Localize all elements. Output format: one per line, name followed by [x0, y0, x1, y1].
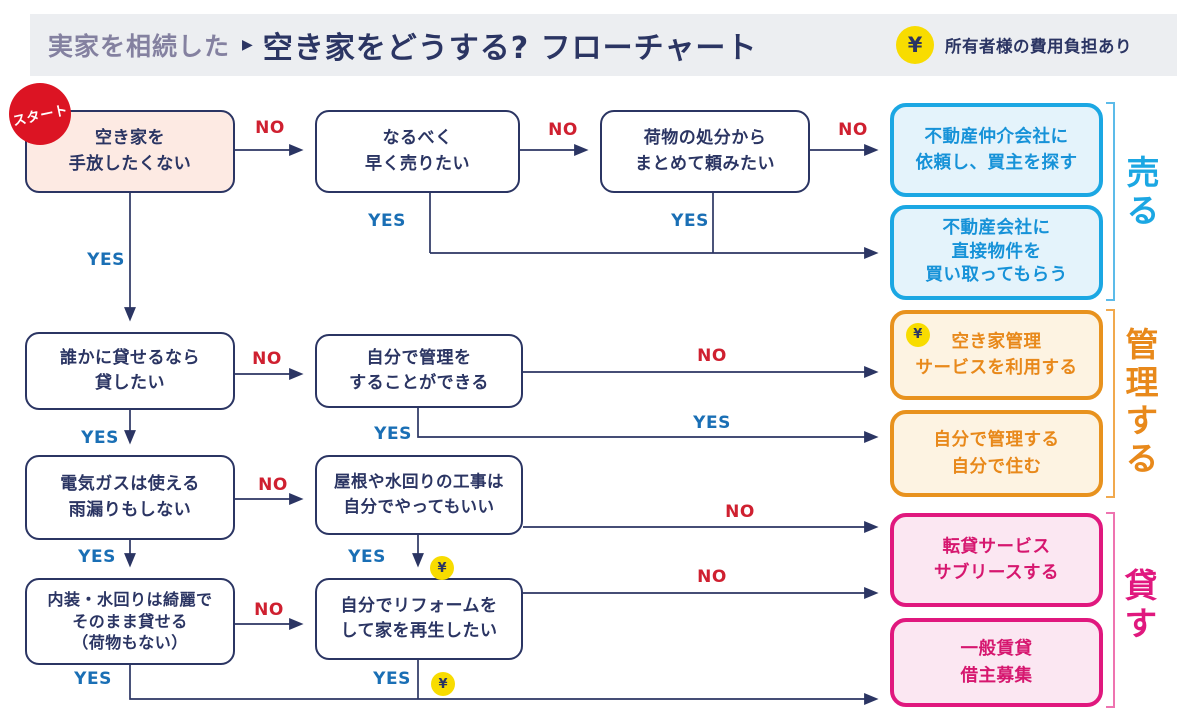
connector-q8-yes-rent-general — [129, 665, 879, 705]
header: 実家を相続した ▶ 空き家をどうする? フローチャート ¥ 所有者様の費用負担あ… — [30, 14, 1177, 76]
start-badge-label: スタート — [11, 102, 70, 130]
legend-text: 所有者様の費用負担あり — [945, 37, 1132, 56]
question-line: 自分でリフォームを — [340, 595, 498, 616]
question-line: 貸したい — [95, 373, 165, 393]
result-line: 空き家管理 — [951, 331, 1042, 352]
no-label: NO — [258, 475, 288, 495]
start-badge: スタート — [9, 83, 71, 145]
yes-label: YES — [81, 428, 119, 448]
result-line: 不動産会社に — [942, 218, 1051, 239]
title-prefix: 実家を相続した — [48, 32, 231, 61]
connector-q5-yes-manage-self — [417, 408, 879, 443]
question-box-diy-repairs: 屋根や水回りの工事は 自分でやってもいい — [315, 455, 523, 535]
group-label-rent: 貸す — [1119, 568, 1158, 644]
result-line: 不動産仲介会社に — [924, 126, 1069, 147]
question-line: 自分でやってもいい — [343, 497, 495, 516]
group-label-manage: 管理する — [1120, 327, 1159, 479]
result-line: 一般賃貸 — [960, 639, 1033, 660]
question-line: 電気ガスは使える — [60, 474, 200, 494]
result-line: サブリースする — [933, 563, 1060, 583]
no-label: NO — [255, 118, 285, 138]
yen-icon: ¥ — [906, 323, 930, 347]
result-line: 借主募集 — [960, 665, 1033, 686]
yes-label: YES — [671, 211, 709, 231]
result-line: 依頼し、買主を探す — [915, 153, 1078, 173]
question-line: 誰かに貸せるなら — [60, 347, 200, 368]
yes-label: YES — [374, 424, 412, 444]
question-line: 空き家を — [95, 128, 165, 148]
no-label: NO — [254, 600, 284, 620]
yes-label: YES — [373, 669, 411, 689]
result-line: 自分で管理する — [933, 430, 1060, 451]
question-line: して家を再生したい — [340, 621, 498, 641]
manage-bracket — [1106, 309, 1115, 498]
yes-label: YES — [74, 669, 112, 689]
question-line: そのまま貸せる — [72, 611, 188, 631]
no-label: NO — [697, 346, 727, 366]
result-line: 直接物件を — [951, 241, 1042, 262]
question-box-want-to-rent: 誰かに貸せるなら 貸したい — [25, 332, 235, 410]
result-line: 転貸サービス — [942, 536, 1051, 557]
question-box-dispose-belongings: 荷物の処分から まとめて頼みたい — [600, 110, 810, 193]
question-box-interior-clean: 内装・水回りは綺麗で そのまま貸せる （荷物もない） — [25, 578, 235, 665]
no-label: NO — [548, 120, 578, 140]
group-label-sell: 売る — [1121, 155, 1160, 231]
question-line: なるべく — [382, 128, 453, 148]
cost-legend: ¥ 所有者様の費用負担あり — [896, 26, 1177, 64]
yes-label: YES — [368, 211, 406, 231]
no-label: NO — [838, 120, 868, 140]
no-label: NO — [252, 349, 282, 369]
yen-icon: ¥ — [896, 26, 934, 64]
question-box-utilities-ok: 電気ガスは使える 雨漏りもしない — [25, 455, 235, 540]
yes-label: YES — [87, 250, 125, 270]
yes-label: YES — [348, 547, 386, 567]
yes-label: YES — [78, 547, 116, 567]
result-box-manage-service: ¥ 空き家管理 サービスを利用する — [890, 310, 1103, 400]
question-box-sell-fast: なるべく 早く売りたい — [315, 110, 520, 193]
result-line: 自分で住む — [951, 456, 1042, 477]
question-line: 雨漏りもしない — [68, 499, 192, 520]
yen-icon: ¥ — [430, 556, 454, 580]
result-box-sell-direct: 不動産会社に 直接物件を 買い取ってもらう — [890, 205, 1103, 300]
no-label: NO — [725, 502, 755, 522]
yes-label: YES — [693, 413, 731, 433]
page-title: 空き家をどうする? フローチャート — [262, 31, 758, 66]
question-line: まとめて頼みたい — [635, 153, 775, 174]
question-line: （荷物もない） — [72, 633, 188, 653]
result-line: 買い取ってもらう — [925, 265, 1068, 286]
title-arrow-icon: ▶ — [242, 37, 253, 53]
sell-bracket — [1106, 102, 1115, 301]
question-line: 自分で管理を — [366, 347, 472, 368]
no-label: NO — [697, 567, 727, 587]
result-box-rent-sublease: 転貸サービス サブリースする — [890, 513, 1103, 607]
question-box-self-renovate: 自分でリフォームを して家を再生したい — [315, 578, 523, 660]
question-line: 早く売りたい — [365, 153, 470, 174]
question-line: 屋根や水回りの工事は — [334, 472, 504, 492]
rent-bracket — [1106, 512, 1115, 708]
result-box-rent-general: 一般賃貸 借主募集 — [890, 618, 1103, 707]
question-line: することができる — [349, 373, 489, 393]
result-box-manage-self: 自分で管理する 自分で住む — [890, 410, 1103, 497]
result-box-sell-broker: 不動産仲介会社に 依頼し、買主を探す — [890, 103, 1103, 197]
question-line: 荷物の処分から — [643, 128, 767, 148]
question-box-self-manage: 自分で管理を することができる — [315, 334, 523, 408]
question-line: 内装・水回りは綺麗で — [47, 590, 213, 610]
question-line: 手放したくない — [68, 153, 192, 174]
yen-icon: ¥ — [431, 672, 455, 696]
result-line: サービスを利用する — [915, 358, 1078, 378]
